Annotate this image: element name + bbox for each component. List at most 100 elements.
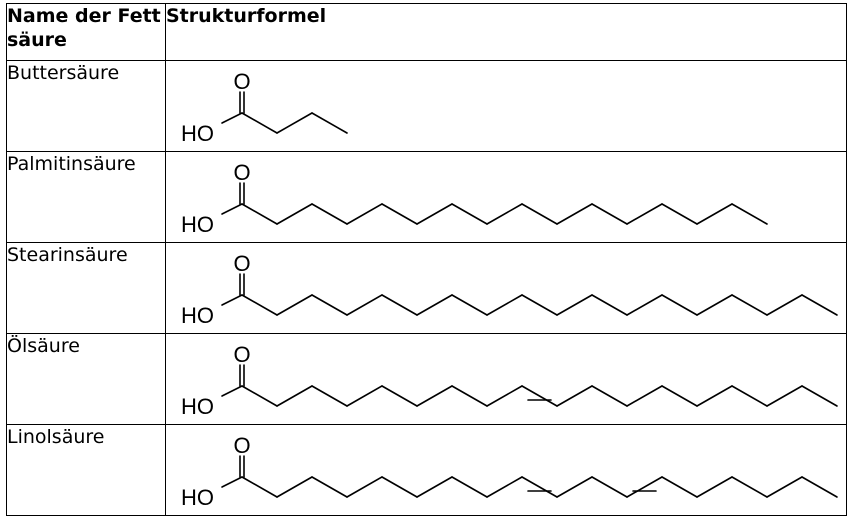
chain-bond [311, 385, 348, 407]
chain-bond [661, 385, 698, 407]
chain-bond [241, 112, 278, 134]
oxygen-label: O [233, 251, 250, 276]
hydroxyl-bond [221, 476, 243, 488]
structure-cell-2: O HO [165, 242, 847, 334]
chain-bond [451, 476, 488, 498]
chain-bond [346, 294, 383, 316]
chain-bond [591, 294, 628, 316]
chain-bond [766, 294, 803, 316]
chain-bond [731, 203, 768, 225]
chain-bond [661, 203, 698, 225]
oxygen-label: O [233, 342, 250, 367]
chain-bond [241, 385, 278, 407]
chain-bond [381, 385, 418, 407]
chain-bond [556, 385, 593, 407]
chain-bond [661, 294, 698, 316]
chain-bond [241, 294, 278, 316]
chain-bond [241, 476, 278, 498]
structural-formula-2: O HO [181, 251, 838, 328]
chain-bond [381, 294, 418, 316]
chain-bond [766, 476, 803, 498]
structure-cell-3: O HO [165, 333, 847, 425]
header-name: Name der Fettsäure [6, 3, 166, 61]
chain-bond [486, 476, 523, 498]
table-row-0: Buttersäure O HO [6, 60, 847, 152]
chain-bond [241, 203, 278, 225]
chain-bond [521, 294, 558, 316]
hydroxyl-label: HO [181, 303, 214, 328]
chain-bond [486, 385, 523, 407]
chain-bond [276, 294, 313, 316]
chain-bond [801, 476, 838, 498]
structural-formula-1: O HO [181, 160, 768, 237]
chain-bond [451, 294, 488, 316]
structure-cell-0: O HO [165, 60, 847, 152]
acid-name-1: Palmitinsäure [6, 151, 166, 243]
chain-bond [416, 385, 453, 407]
hydroxyl-label: HO [181, 212, 214, 237]
chain-bond [521, 476, 558, 498]
chain-bond [626, 294, 663, 316]
table-header-row: Name der Fettsäure Strukturformel [6, 3, 847, 61]
oxygen-label: O [233, 69, 250, 94]
acid-name-4: Linolsäure [6, 424, 166, 516]
chain-bond [556, 203, 593, 225]
chain-bond [346, 476, 383, 498]
acid-name-0: Buttersäure [6, 60, 166, 152]
chain-bond [696, 294, 733, 316]
fatty-acid-table: Name der Fettsäure Strukturformel Butter… [6, 3, 847, 516]
acid-name-3: Ölsäure [6, 333, 166, 425]
chain-bond [521, 203, 558, 225]
chain-bond [311, 112, 348, 134]
chain-bond [276, 385, 313, 407]
chain-bond [486, 294, 523, 316]
table-row-1: Palmitinsäure O HO [6, 151, 847, 243]
acid-name-2: Stearinsäure [6, 242, 166, 334]
chain-bond [766, 385, 803, 407]
chain-bond [696, 385, 733, 407]
hydroxyl-bond [221, 294, 243, 306]
oxygen-label: O [233, 433, 250, 458]
chain-bond [311, 203, 348, 225]
chain-bond [801, 294, 838, 316]
chain-bond [346, 203, 383, 225]
chain-bond [521, 385, 558, 407]
chain-bond [276, 112, 313, 134]
table-row-3: Ölsäure O HO [6, 333, 847, 425]
hydroxyl-bond [221, 203, 243, 215]
hydroxyl-label: HO [181, 121, 214, 146]
chain-bond [661, 476, 698, 498]
chain-bond [731, 385, 768, 407]
chain-bond [451, 385, 488, 407]
chain-bond [626, 476, 663, 498]
chain-bond [416, 476, 453, 498]
chain-bond [381, 203, 418, 225]
chain-bond [556, 294, 593, 316]
chain-bond [381, 476, 418, 498]
chain-bond [311, 294, 348, 316]
chain-bond [731, 294, 768, 316]
chain-bond [276, 476, 313, 498]
chain-bond [346, 385, 383, 407]
chain-bond [731, 476, 768, 498]
hydroxyl-label: HO [181, 394, 214, 419]
table-row-2: Stearinsäure O HO [6, 242, 847, 334]
chain-bond [416, 294, 453, 316]
oxygen-label: O [233, 160, 250, 185]
structural-formula-4: OHO [181, 433, 838, 510]
chain-bond [591, 203, 628, 225]
header-structure: Strukturformel [165, 3, 847, 61]
chain-bond [696, 476, 733, 498]
hydroxyl-bond [221, 385, 243, 397]
chain-bond [696, 203, 733, 225]
structural-formula-0: O HO [181, 69, 348, 146]
chain-bond [556, 476, 593, 498]
chain-bond [591, 476, 628, 498]
chain-bond [451, 203, 488, 225]
chain-bond [801, 385, 838, 407]
chain-bond [626, 385, 663, 407]
hydroxyl-bond [221, 112, 243, 124]
chain-bond [276, 203, 313, 225]
